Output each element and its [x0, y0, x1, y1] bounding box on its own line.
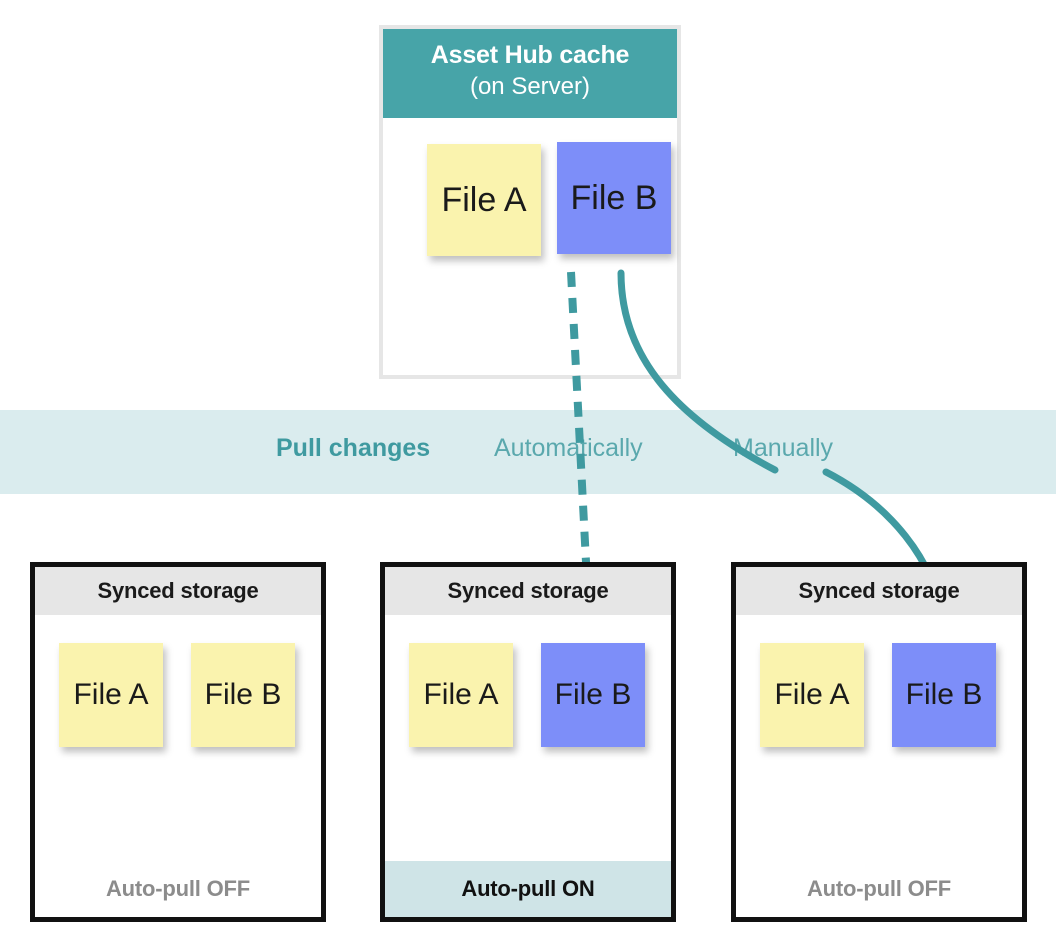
- note-label: File A: [73, 678, 149, 711]
- storage-file-note-a: File A: [760, 643, 864, 747]
- cache-file-note-b: File B: [557, 142, 671, 254]
- note-label: File B: [570, 179, 658, 217]
- storage-file-note-a: File A: [59, 643, 163, 747]
- note-label: File A: [774, 678, 850, 711]
- automatically-label: Automatically: [494, 434, 643, 462]
- synced-storage-box-left: Synced storage File A File B Auto-pull O…: [30, 562, 326, 922]
- note-label: File B: [204, 678, 282, 711]
- synced-storage-box-middle: Synced storage File A File B Auto-pull O…: [380, 562, 676, 922]
- synced-storage-header: Synced storage: [385, 567, 671, 615]
- synced-storage-header: Synced storage: [736, 567, 1022, 615]
- storage-file-note-b: File B: [892, 643, 996, 747]
- asset-hub-cache-header: Asset Hub cache (on Server): [383, 29, 677, 118]
- synced-storage-notes: File A File B: [736, 615, 1022, 805]
- asset-hub-cache-subtitle: (on Server): [469, 73, 591, 100]
- synced-storage-header: Synced storage: [35, 567, 321, 615]
- pull-changes-label: Pull changes: [276, 434, 431, 462]
- asset-hub-cache-box: Asset Hub cache (on Server) File A File …: [379, 25, 681, 379]
- note-label: File A: [441, 181, 527, 219]
- auto-pull-status-badge: Auto-pull ON: [385, 861, 671, 917]
- note-label: File A: [423, 678, 499, 711]
- storage-file-note-b: File B: [541, 643, 645, 747]
- synced-storage-notes: File A File B: [35, 615, 321, 805]
- asset-hub-cache-title: Asset Hub cache: [430, 41, 630, 69]
- auto-pull-status-badge: Auto-pull OFF: [736, 861, 1022, 917]
- synced-storage-notes: File A File B: [385, 615, 671, 805]
- note-label: File B: [905, 678, 983, 711]
- storage-file-note-b: File B: [191, 643, 295, 747]
- storage-file-note-a: File A: [409, 643, 513, 747]
- manually-label: Manually: [733, 434, 834, 462]
- auto-pull-status-badge: Auto-pull OFF: [35, 861, 321, 917]
- synced-storage-box-right: Synced storage File A File B Auto-pull O…: [731, 562, 1027, 922]
- pull-changes-band: Pull changes Automatically Manually: [0, 410, 1056, 494]
- asset-hub-cache-notes: File A File B: [403, 142, 671, 262]
- note-label: File B: [554, 678, 632, 711]
- cache-file-note-a: File A: [427, 144, 541, 256]
